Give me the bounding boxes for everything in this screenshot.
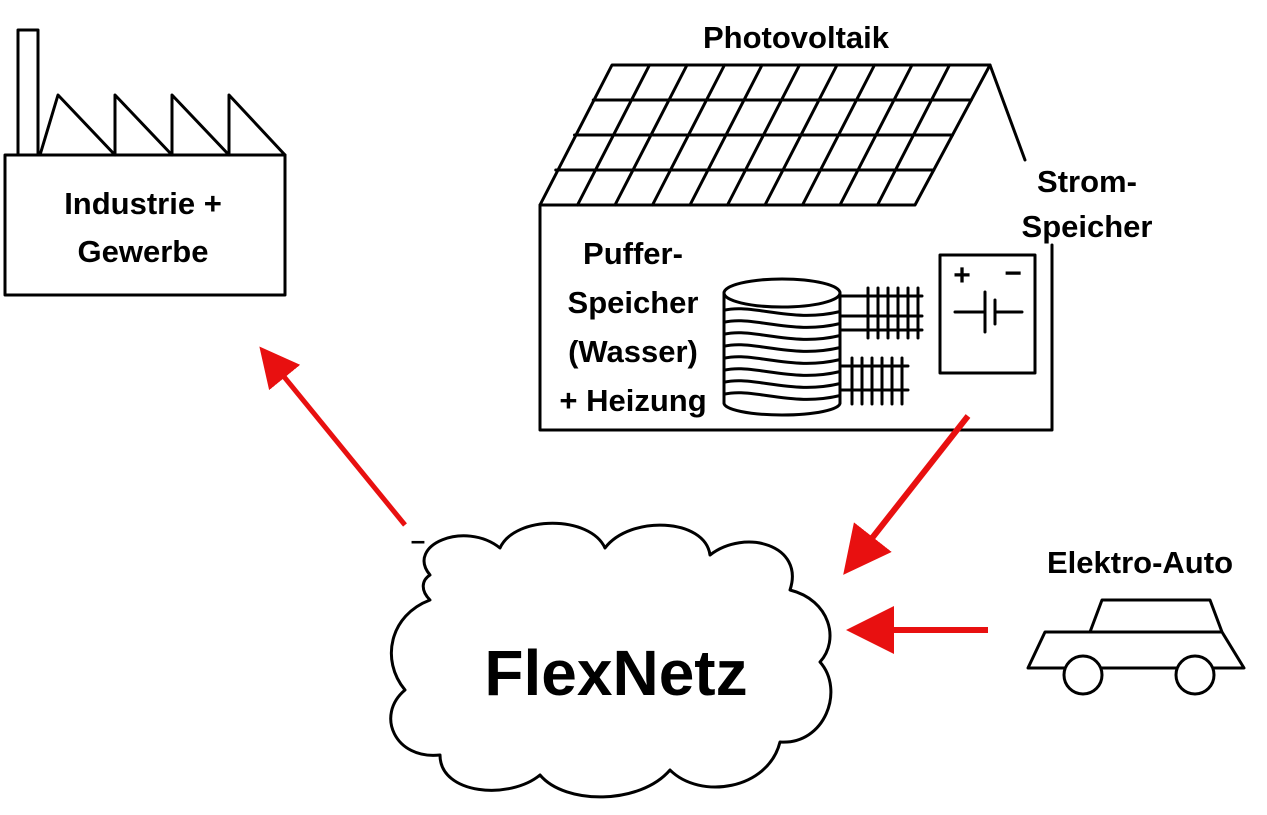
house: Photovoltaik Strom- Speicher + − Puffer-…: [538, 20, 1153, 432]
house-side-roof: [988, 63, 1027, 162]
radiator-upper-icon: [838, 286, 924, 340]
buffer-label-line1: Puffer-: [583, 236, 683, 271]
car-body: [1026, 598, 1246, 670]
water-tank-icon: [722, 277, 842, 417]
car-wheel-rear: [1174, 654, 1216, 696]
flexnetz-cloud: FlexNetz: [389, 521, 833, 799]
ev-label: Elektro-Auto: [1047, 545, 1233, 580]
battery-icon: + −: [938, 253, 1037, 375]
factory-roof: [38, 93, 287, 157]
electric-car: Elektro-Auto: [1026, 545, 1246, 696]
radiator-lower-icon: [838, 356, 910, 406]
arrow-from-house: [843, 414, 971, 575]
buffer-label-line4: + Heizung: [559, 383, 706, 418]
network-label: FlexNetz: [484, 637, 747, 709]
buffer-label-line3: (Wasser): [568, 334, 698, 369]
factory-building: [3, 153, 287, 297]
factory: Industrie + Gewerbe: [3, 28, 287, 297]
industry-label-line2: Gewerbe: [78, 234, 209, 269]
photovoltaik-label: Photovoltaik: [703, 20, 890, 55]
stray-mark: –: [411, 525, 425, 555]
pv-panel-grid: [538, 63, 992, 207]
industry-label-line1: Industrie +: [64, 186, 222, 221]
factory-chimney: [16, 28, 40, 157]
battery-minus: −: [1004, 257, 1022, 290]
car-wheel-front: [1062, 654, 1104, 696]
arrow-to-industry: [259, 346, 407, 527]
battery-plus: +: [953, 259, 971, 292]
storage-label-line1: Strom-: [1037, 164, 1137, 199]
buffer-label-line2: Speicher: [568, 285, 699, 320]
house-wall: [538, 203, 1054, 432]
storage-label-line2: Speicher: [1022, 209, 1153, 244]
